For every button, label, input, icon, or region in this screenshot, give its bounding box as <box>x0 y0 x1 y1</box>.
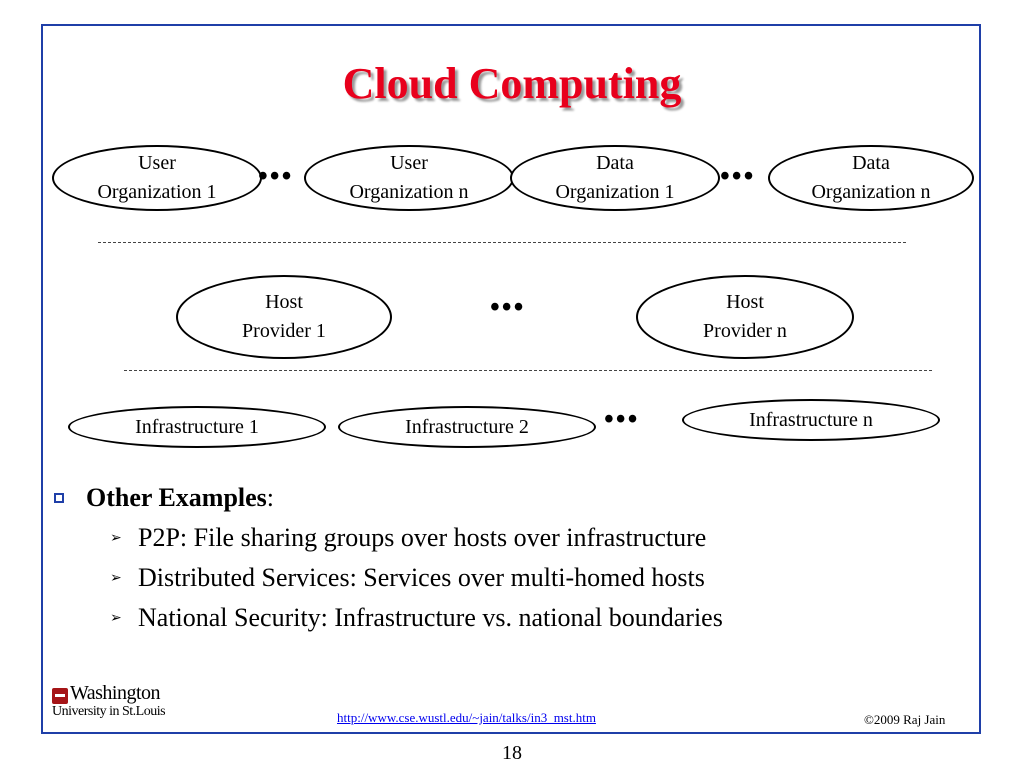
footer-link[interactable]: http://www.cse.wustl.edu/~jain/talks/in3… <box>337 710 596 725</box>
data-org-1-oval: Data Organization 1 <box>510 145 720 211</box>
chevron-right-icon: ➢ <box>110 610 122 626</box>
host-provider-n-oval: Host Provider n <box>636 275 854 359</box>
logo-subtitle: University in St.Louis <box>52 704 166 719</box>
ellipsis-orgs-right: ••• <box>720 161 756 192</box>
user-org-n-oval: User Organization n <box>304 145 514 211</box>
infrastructure-2-label: Infrastructure 2 <box>405 415 529 438</box>
sub-bullet-text: Distributed Services: Services over mult… <box>138 563 705 592</box>
data-org-1-line2: Organization 1 <box>555 181 675 203</box>
copyright: ©2009 Raj Jain <box>864 712 946 727</box>
logo-wordmark: Washington <box>70 682 161 704</box>
sub-bullet: ➢ National Security: Infrastructure vs. … <box>110 598 952 638</box>
slide-frame <box>41 24 981 734</box>
bullet-heading: Other Examples : <box>52 478 952 518</box>
data-org-n-oval: Data Organization n <box>768 145 974 211</box>
user-org-1-line1: User <box>138 152 176 174</box>
chevron-right-icon: ➢ <box>110 530 122 546</box>
sub-bullet: ➢ P2P: File sharing groups over hosts ov… <box>110 518 952 558</box>
ellipsis-hosts: ••• <box>490 292 526 323</box>
crest-icon <box>52 688 68 704</box>
host-provider-1-line2: Provider 1 <box>242 320 326 342</box>
square-bullet-icon <box>54 493 64 503</box>
data-org-n-line1: Data <box>852 152 890 174</box>
infrastructure-n-oval: Infrastructure n <box>682 399 940 441</box>
chevron-right-icon: ➢ <box>110 570 122 586</box>
bullet-heading-colon: : <box>266 483 275 512</box>
user-org-n-line2: Organization n <box>349 181 469 203</box>
user-org-1-oval: User Organization 1 <box>52 145 262 211</box>
host-provider-1-line1: Host <box>265 291 303 313</box>
data-org-n-line2: Organization n <box>811 181 931 203</box>
ellipsis-infrastructure: ••• <box>604 404 640 435</box>
host-provider-1-oval: Host Provider 1 <box>176 275 392 359</box>
infrastructure-1-oval: Infrastructure 1 <box>68 406 326 448</box>
user-org-n-line1: User <box>390 152 428 174</box>
university-logo: Washington University in St.Louis <box>52 682 202 730</box>
layer-divider-top <box>98 242 906 243</box>
infrastructure-2-oval: Infrastructure 2 <box>338 406 596 448</box>
slide-title: Cloud Computing <box>342 59 682 108</box>
sub-bullet-text: National Security: Infrastructure vs. na… <box>138 603 723 632</box>
sub-bullet-text: P2P: File sharing groups over hosts over… <box>138 523 707 552</box>
infrastructure-1-label: Infrastructure 1 <box>135 415 259 438</box>
host-provider-n-line1: Host <box>726 291 764 313</box>
bullet-heading-text: Other Examples <box>86 483 267 512</box>
infrastructure-n-label: Infrastructure n <box>749 408 873 431</box>
host-provider-n-line2: Provider n <box>703 320 787 342</box>
sub-bullet: ➢ Distributed Services: Services over mu… <box>110 558 952 598</box>
data-org-1-line1: Data <box>596 152 634 174</box>
user-org-1-line2: Organization 1 <box>97 181 217 203</box>
layer-divider-bottom <box>124 370 932 371</box>
page-number: 18 <box>502 742 522 764</box>
ellipsis-orgs-left: ••• <box>258 161 294 192</box>
bullet-list: Other Examples : ➢ P2P: File sharing gro… <box>52 478 952 638</box>
